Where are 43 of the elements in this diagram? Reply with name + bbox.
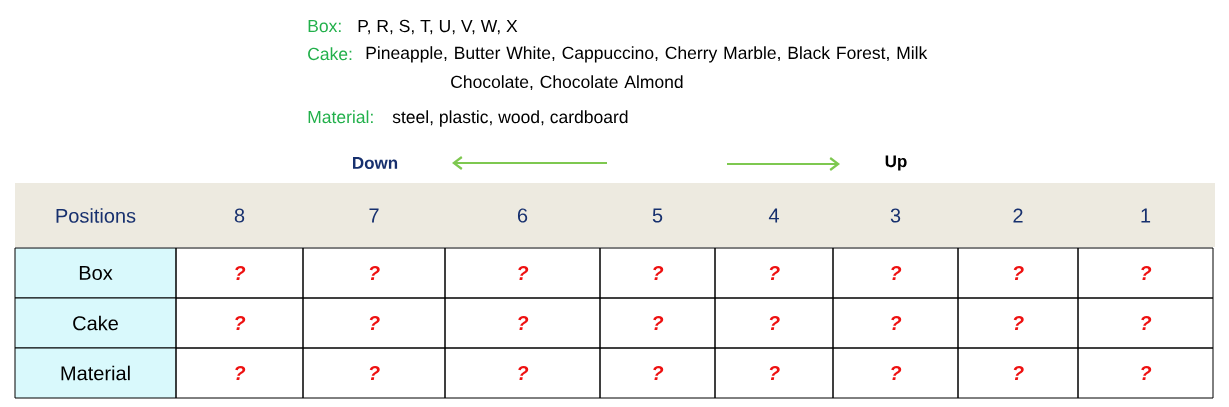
field-label: Cake: bbox=[308, 47, 352, 61]
table-cell: ? bbox=[444, 297, 601, 349]
header-cell: 4 bbox=[715, 183, 835, 247]
table-cell: ? bbox=[302, 297, 446, 349]
table-cell: ? bbox=[1077, 297, 1214, 349]
direction-label: Up bbox=[885, 155, 907, 171]
table-cell: ? bbox=[175, 247, 304, 299]
table-cell: ? bbox=[175, 347, 304, 399]
table-cell: ? bbox=[599, 297, 716, 349]
table-cell: ? bbox=[957, 347, 1079, 399]
header-cell: 5 bbox=[600, 183, 717, 247]
header-cell: 8 bbox=[176, 183, 305, 247]
table-cell: ? bbox=[714, 247, 834, 299]
header-cell: 2 bbox=[958, 183, 1080, 247]
header-cell: 6 bbox=[445, 183, 602, 247]
table-cell: ? bbox=[444, 247, 601, 299]
header-cell: Positions bbox=[15, 183, 178, 247]
table-cell: ? bbox=[832, 297, 959, 349]
row-header-cell: Box bbox=[14, 247, 177, 299]
table-cell: ? bbox=[175, 297, 304, 349]
row-header-cell: Cake bbox=[14, 297, 177, 349]
table-cell: ? bbox=[714, 297, 834, 349]
table-cell: ? bbox=[957, 297, 1079, 349]
table-cell: ? bbox=[714, 347, 834, 399]
table-cell: ? bbox=[957, 247, 1079, 299]
table-cell: ? bbox=[599, 247, 716, 299]
header-cell: 1 bbox=[1078, 183, 1215, 247]
field-label: Box: bbox=[308, 19, 341, 33]
row-header-cell: Material bbox=[14, 347, 177, 399]
table-cell: ? bbox=[1077, 247, 1214, 299]
table-cell: ? bbox=[832, 247, 959, 299]
option-list: P, R, S, T, U, V, W, X bbox=[358, 19, 518, 35]
table-cell: ? bbox=[444, 347, 601, 399]
header-cell: 7 bbox=[303, 183, 447, 247]
field-label: Material: bbox=[308, 110, 373, 124]
direction-label: Down bbox=[353, 157, 398, 169]
table-cell: ? bbox=[832, 347, 959, 399]
table-cell: ? bbox=[1077, 347, 1214, 399]
table-cell: ? bbox=[302, 247, 446, 299]
option-list: steel, plastic, wood, cardboard bbox=[392, 110, 628, 127]
table-cell: ? bbox=[599, 347, 716, 399]
table-cell: ? bbox=[302, 347, 446, 399]
header-cell: 3 bbox=[833, 183, 960, 247]
